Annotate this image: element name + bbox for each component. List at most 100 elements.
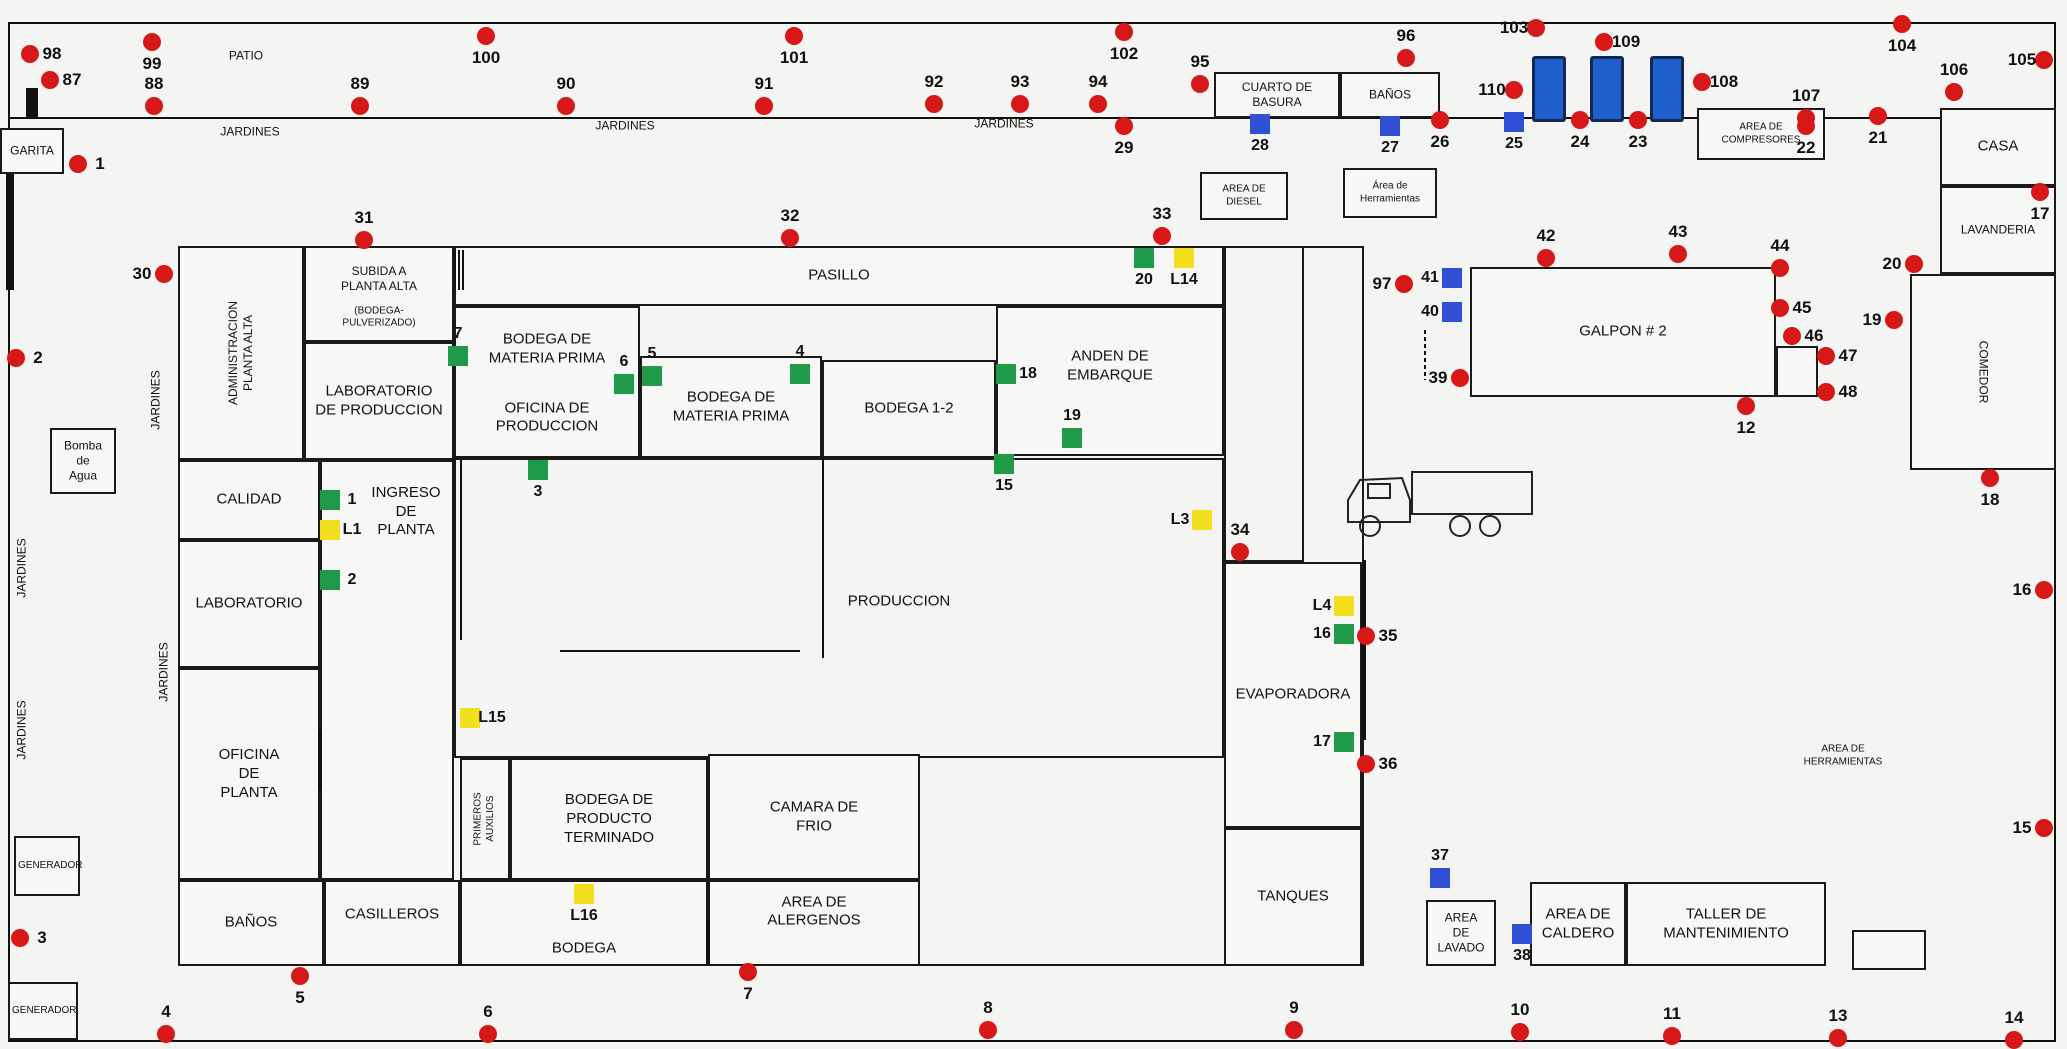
green-marker (320, 490, 340, 510)
room-taller: TALLER DE MANTENIMIENTO (1626, 882, 1826, 966)
red-point-label: 34 (1230, 520, 1250, 539)
room-bodega-pt: BODEGA DE PRODUCTO TERMINADO (510, 758, 708, 880)
red-point (145, 97, 163, 115)
room-laboratorio: LABORATORIO (178, 540, 320, 668)
red-point (41, 71, 59, 89)
green-marker (1062, 428, 1082, 448)
red-point-label: 103 (1499, 18, 1529, 37)
red-point-label: 106 (1939, 60, 1969, 79)
wall-segment (1424, 330, 1426, 380)
red-point-label: 46 (1804, 326, 1824, 345)
red-point (1737, 397, 1755, 415)
red-point-label: 12 (1736, 418, 1756, 437)
label-jardines-vertical: JARDINES (156, 642, 171, 702)
red-point-label: 24 (1570, 132, 1590, 151)
yellow-marker (574, 884, 594, 904)
red-point (155, 265, 173, 283)
green-marker (320, 570, 340, 590)
yellow-marker-label: L4 (1312, 597, 1332, 614)
blue-marker-label: 40 (1421, 303, 1439, 320)
green-marker-label: 5 (647, 345, 657, 362)
red-point-label: 95 (1190, 52, 1210, 71)
wall-segment (822, 458, 824, 658)
room-generador-1: GENERADOR (14, 836, 82, 896)
red-point (1595, 33, 1613, 51)
red-point-label: 33 (1152, 204, 1172, 223)
red-point-label: 93 (1010, 72, 1030, 91)
red-point-label: 44 (1770, 236, 1790, 255)
red-point (1357, 627, 1375, 645)
red-point (979, 1021, 997, 1039)
red-point (1115, 117, 1133, 135)
red-point (1629, 111, 1647, 129)
room-produccion: PRODUCCION (454, 458, 1224, 758)
room-generador-2: GENERADOR (8, 982, 78, 1040)
red-point (1817, 383, 1835, 401)
red-point-label: 9 (1289, 998, 1299, 1017)
blue-marker (1504, 112, 1524, 132)
room-area-caldero: AREA DE CALDERO (1530, 882, 1626, 966)
red-point (1669, 245, 1687, 263)
red-point (1797, 117, 1815, 135)
room-east-block (1224, 246, 1304, 562)
red-point-label: 87 (62, 70, 82, 89)
red-point-label: 26 (1430, 132, 1450, 151)
room-bomba-agua: Bomba de Agua (50, 428, 116, 494)
red-point (1783, 327, 1801, 345)
red-point (1357, 755, 1375, 773)
green-marker (1334, 732, 1354, 752)
room-camara-frio: CAMARA DE FRIO (708, 754, 920, 880)
red-point (1089, 95, 1107, 113)
red-point-label: 96 (1396, 26, 1416, 45)
red-point-label: 94 (1088, 72, 1108, 91)
red-point-label: 30 (132, 264, 152, 283)
room-pasillo: PASILLO (454, 246, 1224, 306)
red-point (1829, 1029, 1847, 1047)
green-marker-label: 19 (1063, 407, 1081, 424)
site-border-left (8, 22, 10, 1042)
label-jardines-vertical: JARDINES (148, 370, 163, 430)
red-point-label: 43 (1668, 222, 1688, 241)
red-point (69, 155, 87, 173)
red-point-label: 22 (1796, 138, 1816, 157)
green-marker-label: 16 (1313, 625, 1331, 642)
room-subida: SUBIDA A PLANTA ALTA (BODEGA- PULVERIZAD… (304, 246, 454, 342)
wall-segment (1362, 560, 1366, 740)
room-tanques: TANQUES (1224, 828, 1362, 966)
green-marker (448, 346, 468, 366)
red-point (1285, 1021, 1303, 1039)
red-point (1537, 249, 1555, 267)
room-banos-top: BAÑOS (1340, 72, 1440, 118)
yellow-marker-label: L15 (478, 709, 506, 726)
red-point-label: 14 (2004, 1008, 2024, 1027)
red-point-label: 108 (1709, 72, 1739, 91)
blue-marker-label: 38 (1513, 947, 1531, 964)
red-point (1011, 95, 1029, 113)
red-point (2035, 819, 2053, 837)
red-point-label: 13 (1828, 1006, 1848, 1025)
red-point-label: 39 (1428, 368, 1448, 387)
room-garita: GARITA (0, 128, 64, 174)
red-point-label: 7 (743, 984, 753, 1003)
yellow-marker (1334, 596, 1354, 616)
red-point-label: 98 (42, 44, 62, 63)
red-point (1693, 73, 1711, 91)
label-jardines: JARDINES (595, 118, 655, 133)
red-point-label: 6 (483, 1002, 493, 1021)
red-point (557, 97, 575, 115)
yellow-marker (1192, 510, 1212, 530)
red-point (1505, 81, 1523, 99)
truck-icon (1347, 471, 1533, 537)
red-point (477, 27, 495, 45)
blue-marker-label: 41 (1421, 269, 1439, 286)
red-point (925, 95, 943, 113)
room-galpon-2-annex (1776, 346, 1818, 397)
site-border-road-line (8, 117, 2056, 119)
yellow-marker-label: L1 (342, 521, 362, 538)
wall-segment (706, 920, 710, 960)
room-galpon-2: GALPON # 2 (1470, 267, 1776, 397)
room-bodega-1-2: BODEGA 1-2 (822, 360, 996, 458)
red-point-label: 90 (556, 74, 576, 93)
site-border-right (2054, 22, 2056, 1042)
